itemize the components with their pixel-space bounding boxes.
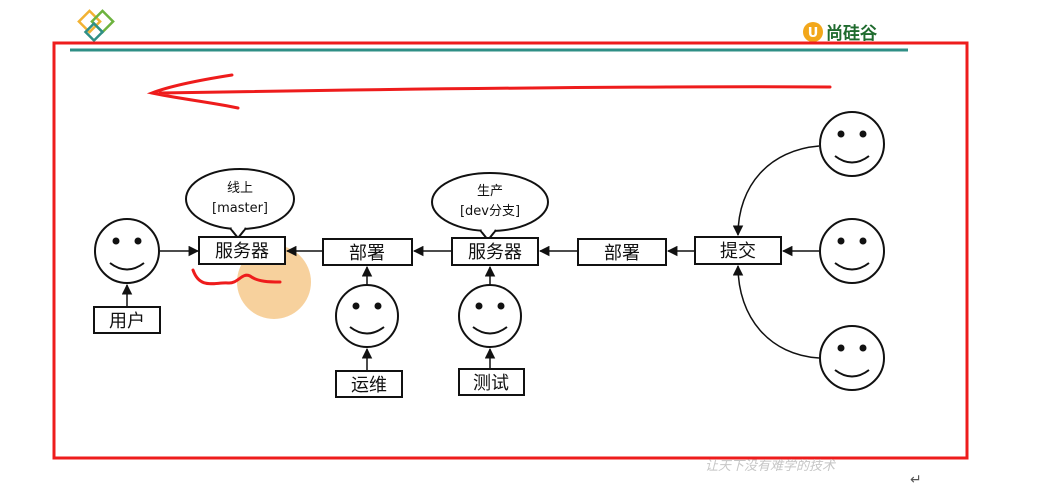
tester-box — [458, 368, 525, 396]
user-label: 用户 — [109, 311, 145, 332]
server-label: 服务器 — [215, 241, 269, 262]
deploy2-label: 部署 — [604, 243, 640, 264]
return-mark: ↵ — [910, 472, 922, 488]
deploy-label: 部署 — [349, 243, 385, 264]
developer-face-middle-icon — [819, 218, 885, 284]
developer-face-bottom-icon — [819, 325, 885, 391]
user-face-icon — [94, 218, 160, 284]
brand-logo-letter: U — [808, 26, 819, 41]
server-box — [198, 236, 286, 265]
commit-label: 提交 — [720, 241, 756, 262]
online-bubble-line1: 线上 — [227, 181, 253, 196]
commit-box — [694, 236, 782, 265]
deploy-box — [322, 238, 413, 266]
ops-label: 运维 — [351, 375, 387, 396]
test-speech-bubble — [431, 172, 549, 242]
footer-slogan: 让天下没有难学的技术 — [705, 458, 836, 474]
test-bubble-line1: 生产 — [477, 184, 503, 199]
brand-name: 尚硅谷 — [826, 23, 878, 44]
ops-box — [335, 370, 403, 398]
online-bubble-line2: [master] — [212, 201, 268, 216]
developer-face-top-icon — [819, 111, 885, 177]
test-server-box — [451, 237, 539, 266]
annotation-scribble — [191, 268, 282, 286]
annotation-frame — [52, 41, 969, 460]
user-box — [93, 306, 161, 334]
dev-top-to-commit-arrow — [732, 145, 820, 237]
tester-face-icon — [458, 284, 522, 348]
tester-label: 测试 — [473, 373, 509, 394]
ops-face-icon — [335, 284, 399, 348]
brand-logo: U 尚硅谷 — [803, 22, 878, 44]
test-server-label: 服务器 — [468, 242, 522, 263]
test-bubble-line2: [dev分支] — [460, 204, 520, 219]
deploy2-box — [577, 238, 667, 266]
corner-logo-icon — [77, 9, 115, 43]
annotation-arrow — [146, 73, 832, 110]
dev-bottom-to-commit-arrow — [732, 264, 820, 359]
